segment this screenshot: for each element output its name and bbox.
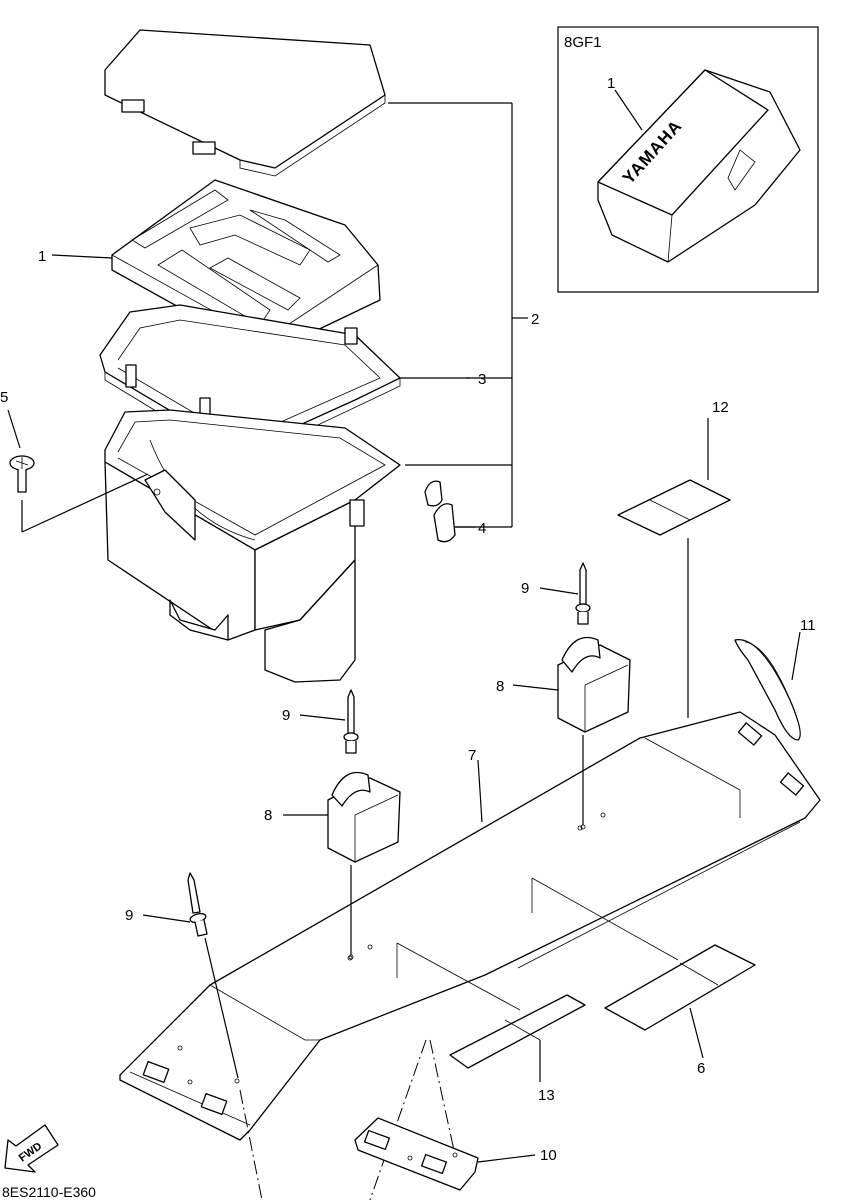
inset-panel: 8GF1 YAMAHA 1 xyxy=(557,26,819,293)
inset-callout: 1 xyxy=(607,75,615,92)
callout-9-middle: 9 xyxy=(282,707,290,724)
callout-labels: 1 2 3 4 5 6 7 8 8 9 9 9 10 11 12 13 xyxy=(0,248,816,1164)
wire-clamp xyxy=(734,639,801,741)
label-6 xyxy=(604,944,756,1031)
grommet xyxy=(424,480,456,543)
callout-10: 10 xyxy=(540,1147,557,1164)
rivet-middle xyxy=(343,689,359,754)
screw xyxy=(7,409,35,493)
callout-13: 13 xyxy=(538,1087,555,1104)
inset-border xyxy=(557,26,819,293)
leader-lines xyxy=(142,587,704,1163)
callout-2: 2 xyxy=(531,311,539,328)
callout-5: 5 xyxy=(0,389,8,406)
hook-bracket-upper xyxy=(557,636,631,733)
callout-1: 1 xyxy=(38,248,46,265)
label-13 xyxy=(449,994,586,1069)
callout-8-upper: 8 xyxy=(496,678,504,695)
drawing-code: 8ES2110-E360 xyxy=(2,1184,96,1200)
yamaha-cover-icon: YAMAHA xyxy=(597,69,801,263)
rivet-lower xyxy=(187,872,208,937)
mounting-plate xyxy=(354,1117,479,1191)
callout-6: 6 xyxy=(697,1060,705,1077)
rivet-upper xyxy=(575,562,591,625)
tool-tray xyxy=(111,179,381,356)
seat-lid xyxy=(104,29,386,177)
assembly-centerlines xyxy=(239,1039,456,1200)
callout-9-upper: 9 xyxy=(521,580,529,597)
seat-storage-box xyxy=(104,409,401,683)
callout-9-lower: 9 xyxy=(125,907,133,924)
callout-11: 11 xyxy=(800,617,816,634)
hook-bracket-lower xyxy=(327,771,401,863)
base-tray-plate xyxy=(119,711,821,1141)
callout-7: 7 xyxy=(468,747,476,764)
callout-8-lower: 8 xyxy=(264,807,272,824)
callout-12: 12 xyxy=(712,399,729,416)
inset-code: 8GF1 xyxy=(564,34,602,51)
caution-label-12 xyxy=(617,479,731,536)
callout-4: 4 xyxy=(478,520,486,537)
assembly-bracket xyxy=(388,102,528,528)
forward-arrow-icon: FWD xyxy=(4,1124,59,1173)
callout-3: 3 xyxy=(478,371,486,388)
